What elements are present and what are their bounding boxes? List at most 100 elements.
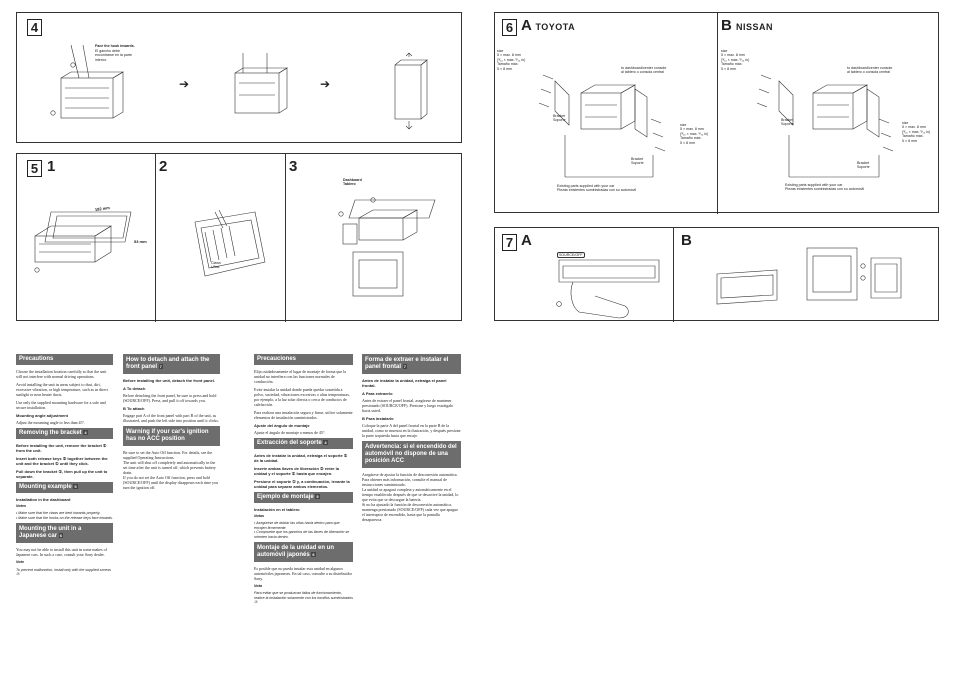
note-text: To prevent malfunction, install only wit…: [16, 567, 111, 577]
subheading-a: A Para extraerlo: [362, 391, 393, 396]
note-label: Notas: [254, 514, 264, 518]
sub-step-3: 3: [289, 158, 298, 175]
nissan-name: NISSAN: [736, 22, 774, 32]
sub-step-2: 2: [159, 158, 168, 175]
precaution-item: Use only the supplied mounting hardware …: [16, 400, 106, 410]
panel-step-4: 4 Face the hook inwards. El gancho debe …: [16, 12, 462, 143]
callout-hooks-es: El gancho debe encontrarse en la parte i…: [95, 49, 132, 62]
step-number: 4: [27, 19, 42, 36]
illustration-detach-panel: [556, 259, 660, 319]
illustration-remove-bracket-1: [50, 44, 125, 119]
divider: [285, 154, 286, 322]
claws-label: Claws Uñas: [211, 261, 221, 270]
column-spanish-2: Forma de extraer e instalar el panel fro…: [362, 354, 461, 525]
divider: [155, 154, 156, 322]
precaution-item: Para realizar una instalación segura y f…: [254, 410, 353, 420]
header-text: Forma de extraer e instalar el panel fro…: [365, 357, 449, 370]
bracket-nissan: Bracket Soporte: [781, 118, 794, 127]
subheading-angle: Mounting angle adjustment: [16, 413, 68, 418]
note-text: • Make sure that the claws are bent inwa…: [16, 511, 113, 520]
text-b: Engage part A of the front panel with pa…: [123, 413, 219, 423]
panel-step-7: 7 A B SOURCE/OFF: [494, 227, 939, 322]
existing-parts-toyota: Existing parts supplied with your car Pi…: [557, 184, 637, 193]
toyota-letter: A: [521, 17, 532, 34]
sub-step-1: 1: [47, 158, 56, 175]
precaution-item: Avoid installing the unit in areas subje…: [16, 382, 109, 397]
header-text: How to detach and attach the front panel: [126, 357, 210, 370]
arrow-right-icon: ➔: [179, 77, 190, 91]
subheading-b: B To attach: [123, 406, 145, 411]
step-badge: 6: [58, 533, 63, 539]
toyota-name: TOYOTA: [535, 22, 576, 32]
note-label: Nota: [254, 584, 262, 589]
text-b: Coloque la parte A del panel frontal en …: [362, 423, 461, 438]
nissan-heading: B NISSAN: [721, 17, 773, 34]
divider: [673, 228, 674, 322]
illustration-toyota-mount: [538, 74, 666, 178]
section-header-extraccion: Extracción del soporte 4: [254, 438, 353, 449]
subheading-tablero: Instalación en el tablero: [254, 507, 300, 512]
section-header-japones: Montaje de la unidad en un automóvil jap…: [254, 542, 353, 563]
section-header-precauciones: Precauciones: [254, 354, 353, 365]
precaution-item: Evite instalar la unidad donde pueda que…: [254, 387, 350, 407]
text-extraccion: Antes de instalar la unidad, extraiga el…: [254, 453, 348, 463]
sub-step-b: B: [681, 232, 692, 249]
text-advertencia: Asegúrese de ajustar la función de desco…: [362, 472, 459, 522]
subheading-angle: Ajuste del ángulo de montaje: [254, 423, 310, 428]
header-text: Removing the bracket: [19, 430, 82, 436]
screw-size-toyota-2: size 5 × max. 8 mm (³⁄₁₆ × max. ⁵⁄₁₆ in)…: [680, 123, 709, 145]
text-panel: Antes de instalar la unidad, extraiga el…: [362, 378, 447, 388]
dashboard-label: Dashboard Tablero: [343, 178, 362, 187]
nissan-letter: B: [721, 17, 732, 34]
section-header-removing: Removing the bracket 4: [16, 428, 113, 439]
text-warning: Be sure to set the Auto Off function. Fo…: [123, 450, 218, 490]
illustration-dashboard-opening: [34, 211, 132, 273]
header-text: Ejemplo de montaje: [257, 494, 314, 500]
step-number: 7: [502, 234, 517, 251]
illustration-remove-bracket-3: [394, 52, 428, 130]
column-spanish-1: Precauciones Elija cuidadosamente el lug…: [254, 354, 353, 608]
step-badge: 5: [315, 494, 320, 499]
step-badge: 7: [402, 364, 407, 369]
step-badge: 4: [323, 440, 328, 445]
illustration-attach-panel: [716, 247, 902, 305]
illustration-nissan-mount: [756, 74, 894, 178]
step-badge: 7: [158, 364, 163, 369]
screw-size-nissan: size 5 × max. 8 mm (³⁄₁₆ × max. ⁵⁄₁₆ in)…: [721, 49, 750, 71]
section-header-precautions: Precautions: [16, 354, 113, 365]
illustration-install-unit: [338, 197, 436, 297]
section-header-example: Mounting example 5: [16, 482, 113, 493]
text-a: Before detaching the front panel, be sur…: [123, 393, 217, 403]
bracket-nissan-2: Bracket Soporte: [857, 161, 870, 170]
dimension-height: 53 mm: [134, 239, 147, 244]
section-header-ejemplo: Ejemplo de montaje 5: [254, 492, 353, 503]
screw-size-toyota: size 5 × max. 8 mm (³⁄₁₆ × max. ⁵⁄₁₆ in)…: [497, 49, 526, 71]
subheading-dashboard: Installation in the dashboard: [16, 497, 71, 502]
bracket-toyota-2: Bracket Soporte: [631, 157, 644, 166]
toyota-heading: A TOYOTA: [521, 17, 575, 34]
step-badge: 6: [311, 552, 316, 558]
column-english-2: How to detach and attach the front panel…: [123, 354, 220, 493]
step-badge: 5: [73, 484, 78, 489]
column-english-1: Precautions Choose the installation loca…: [16, 354, 113, 579]
section-header-detach: How to detach and attach the front panel…: [123, 354, 220, 374]
existing-parts-nissan: Existing parts supplied with your car Pi…: [785, 183, 865, 192]
divider: [717, 13, 718, 214]
text-detach: Before installing the unit, detach the f…: [123, 378, 216, 383]
arrow-right-icon: ➔: [320, 77, 331, 91]
text-japones: Es posible que no pueda instalar esta un…: [254, 566, 352, 582]
screw-size-nissan-2: size 5 × max. 8 mm (³⁄₁₆ × max. ⁵⁄₁₆ in)…: [902, 121, 931, 143]
callout-hooks: Face the hook inwards.: [95, 44, 135, 48]
precaution-item: Choose the installation location careful…: [16, 369, 107, 379]
precaution-item: Elija cuidadosamente el lugar de montaje…: [254, 369, 347, 384]
to-dashboard-toyota: to dashboard/center console al tablero o…: [621, 66, 667, 75]
step-number: 5: [27, 160, 42, 177]
panel-step-5: 5 1 2 3 182 mm 53 mm Claws Uñas Dashboar…: [16, 153, 462, 322]
text-extraccion-step-1: Inserte ambas llaves de liberación ② ent…: [254, 466, 339, 476]
text-extraccion-step-2: Presione el soporte ① y, a continuación,…: [254, 479, 350, 489]
header-text: Extracción del soporte: [257, 440, 322, 446]
illustration-claws: [194, 209, 266, 277]
text-remove-step-1: Insert both release keys ② together betw…: [16, 456, 108, 466]
section-header-warning: Warning if your car's ignition has no AC…: [123, 426, 220, 446]
illustration-remove-bracket-2: [234, 53, 289, 114]
